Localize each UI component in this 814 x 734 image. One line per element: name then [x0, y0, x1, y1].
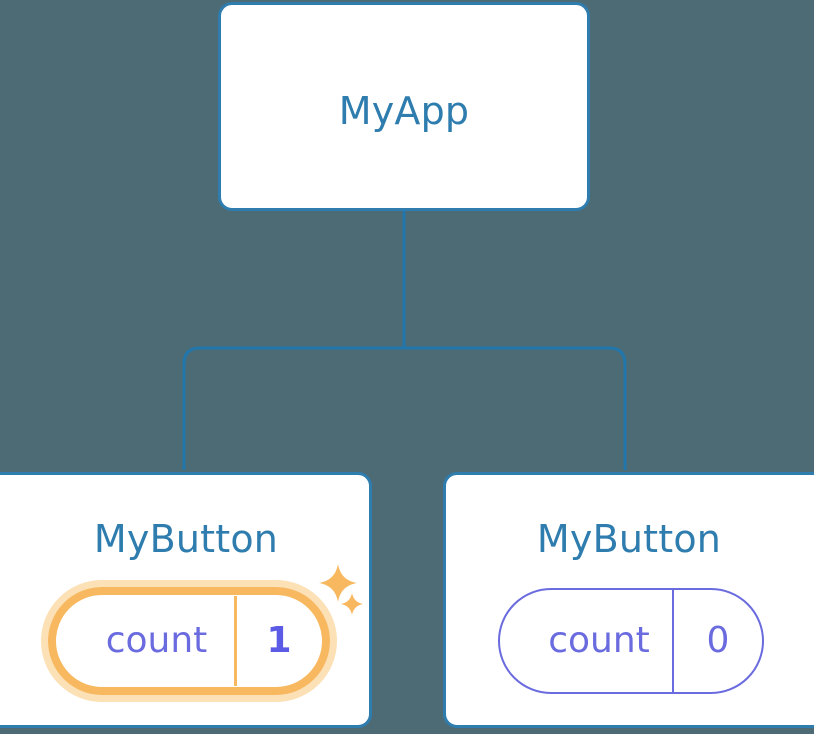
state-pill-idle[interactable]: count 0	[498, 588, 764, 694]
state-value-label: 1	[234, 596, 321, 686]
node-mybutton-right-title: MyButton	[536, 517, 722, 561]
connector-branch-bracket	[182, 346, 627, 470]
state-pill-inner: count 1	[57, 596, 321, 686]
node-mybutton-left-title: MyButton	[93, 517, 279, 561]
state-pill-glow	[41, 580, 337, 702]
state-key-label: count	[548, 620, 650, 661]
node-mybutton-left[interactable]: MyButton count 1	[0, 472, 372, 728]
node-mybutton-right[interactable]: MyButton count 0	[443, 472, 814, 728]
state-key-label: count	[105, 620, 208, 661]
node-myapp-title: MyApp	[338, 89, 470, 133]
state-pill-highlighted[interactable]: count 1	[41, 580, 337, 702]
state-value-label: 0	[672, 590, 762, 692]
node-myapp[interactable]: MyApp	[218, 2, 590, 211]
